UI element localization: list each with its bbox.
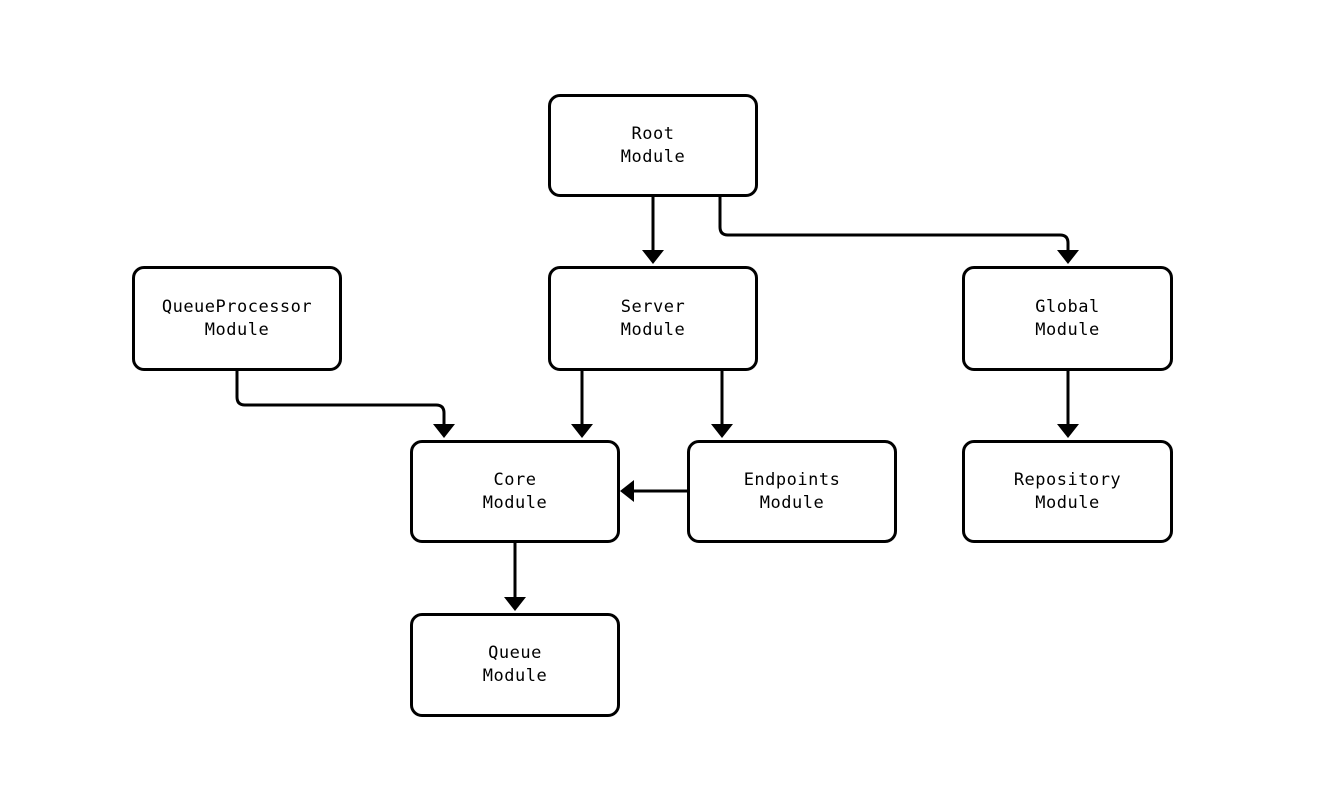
arrowhead-core-to-queue	[504, 597, 526, 611]
arrowhead-endpoints-to-core	[620, 480, 634, 502]
node-queueprocessor-module-label: QueueProcessor Module	[161, 296, 313, 340]
node-queue-module-label: Queue Module	[482, 643, 548, 686]
arrowhead-server-to-core	[571, 424, 593, 438]
node-queueprocessor-module[interactable]: QueueProcessor Module	[132, 266, 342, 371]
node-endpoints-module-label: Endpoints Module	[743, 469, 841, 513]
edge-server-to-core	[571, 371, 593, 438]
node-core-module-label: Core Module	[482, 469, 548, 513]
edge-core-to-queue	[504, 543, 526, 611]
node-server-module[interactable]: Server Module	[548, 266, 758, 371]
node-core-module[interactable]: Core Module	[410, 440, 620, 543]
arrowhead-root-to-server	[642, 250, 664, 264]
edge-global-to-repository	[1057, 371, 1079, 438]
node-repository-module-label: Repository Module	[1013, 469, 1122, 513]
node-server-module-label: Server Module	[620, 296, 686, 340]
node-queue-module[interactable]: Queue Module	[410, 613, 620, 717]
edge-root-to-server	[642, 197, 664, 264]
node-global-module-label: Global Module	[1035, 296, 1100, 340]
edge-queueprocessor-to-core	[235, 371, 455, 438]
edge-endpoints-to-core	[620, 480, 687, 502]
arrowhead-global-to-repository	[1057, 424, 1079, 438]
edge-root-to-global	[718, 197, 1079, 264]
node-root-module[interactable]: Root Module	[548, 94, 758, 197]
node-repository-module[interactable]: Repository Module	[962, 440, 1173, 543]
node-endpoints-module[interactable]: Endpoints Module	[687, 440, 897, 543]
node-root-module-label: Root Module	[620, 123, 686, 167]
arrowhead-queueprocessor-to-core	[433, 424, 455, 438]
arrowhead-server-to-endpoints	[711, 424, 733, 438]
arrowhead-root-to-global	[1057, 250, 1079, 264]
node-global-module[interactable]: Global Module	[962, 266, 1173, 371]
edge-server-to-endpoints	[711, 371, 733, 438]
